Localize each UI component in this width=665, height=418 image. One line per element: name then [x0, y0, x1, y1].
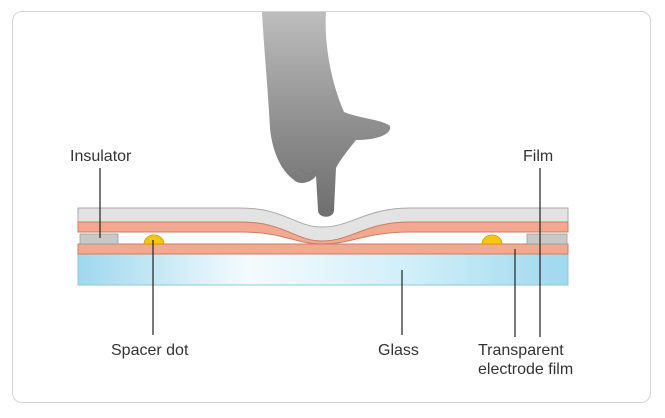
- label-spacer-dot: Spacer dot: [111, 342, 189, 359]
- pointing-finger-icon: [262, 12, 391, 217]
- bottom-electrode-film: [77, 243, 569, 255]
- insulator-right: [526, 233, 568, 245]
- glass-layer: [77, 253, 569, 286]
- label-transparent-electrode-film-line1: Transparent: [478, 342, 564, 359]
- label-transparent-electrode-film-line2: electrode film: [478, 361, 574, 378]
- spacer-dot-left: [143, 234, 165, 245]
- insulator-left: [79, 233, 119, 245]
- label-transparent-electrode-film: Transparent electrode film: [478, 341, 573, 379]
- label-glass: Glass: [378, 342, 419, 359]
- spacer-dot-right: [481, 234, 503, 245]
- leader-lines: [99, 168, 541, 337]
- label-film: Film: [523, 148, 554, 165]
- label-insulator: Insulator: [70, 148, 132, 165]
- top-electrode-film: [77, 221, 569, 245]
